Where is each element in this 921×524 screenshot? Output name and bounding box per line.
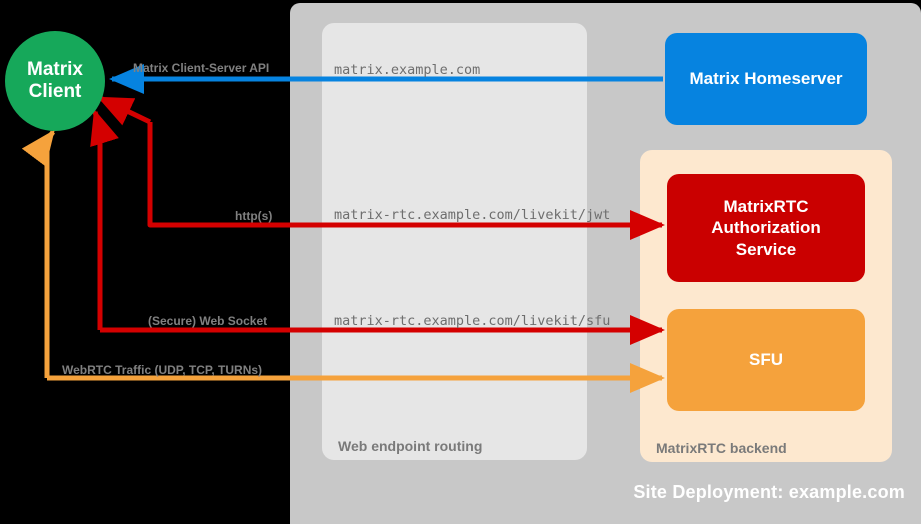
node-matrixrtc-authorization-service[interactable]: MatrixRTC Authorization Service: [667, 174, 865, 282]
site-deployment-label: Site Deployment: example.com: [633, 482, 905, 502]
web-endpoint-routing-container: [322, 23, 587, 460]
sfu-label: SFU: [749, 350, 783, 369]
node-matrix-client[interactable]: Matrix Client: [5, 31, 105, 131]
matrix-client-line2: Client: [28, 81, 82, 102]
connection-label-matrix-client-server-api: Matrix Client-Server API: [133, 61, 270, 75]
auth-service-line1: MatrixRTC: [723, 197, 809, 217]
auth-service-line2: Authorization: [711, 218, 821, 238]
endpoint-url-jwt: matrix-rtc.example.com/livekit/jwt: [334, 207, 611, 223]
web-endpoint-routing-label: Web endpoint routing: [338, 438, 483, 454]
connection-label-secure-web-socket: (Secure) Web Socket: [148, 314, 268, 328]
connection-label-webrtc-traffic: WebRTC Traffic (UDP, TCP, TURNs): [62, 363, 263, 377]
node-sfu[interactable]: SFU: [667, 309, 865, 411]
node-matrix-homeserver[interactable]: Matrix Homeserver: [665, 33, 867, 125]
endpoint-url-sfu: matrix-rtc.example.com/livekit/sfu: [334, 313, 611, 329]
connection-label-https: http(s): [235, 209, 273, 223]
matrixrtc-backend-label: MatrixRTC backend: [656, 440, 787, 456]
homeserver-label: Matrix Homeserver: [689, 69, 843, 88]
endpoint-url-homeserver: matrix.example.com: [334, 62, 481, 78]
auth-service-line3: Service: [735, 239, 797, 259]
matrix-client-line1: Matrix: [27, 58, 83, 80]
